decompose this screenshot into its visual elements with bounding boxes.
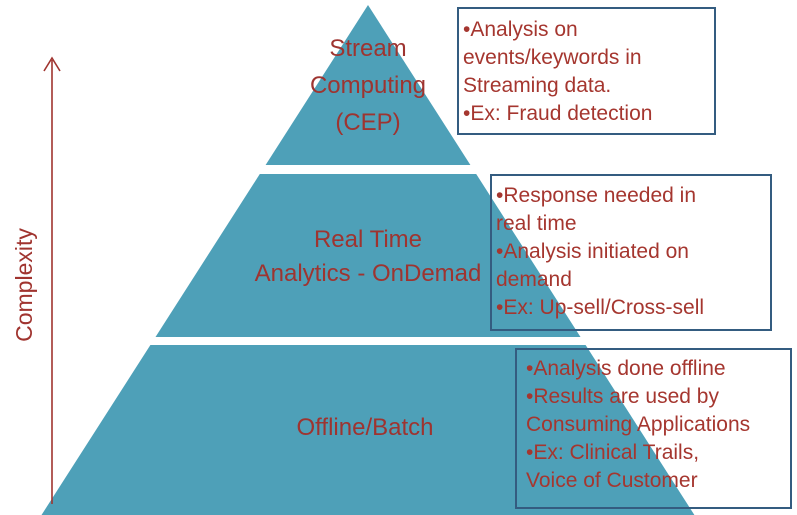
callout-line: •Ex: Fraud detection	[463, 102, 653, 125]
callout-stream-computing: •Analysis on events/keywords in Streamin…	[457, 7, 716, 135]
callout-line: demand	[496, 268, 572, 291]
callout-line: events/keywords in	[463, 46, 642, 69]
complexity-axis-label: Complexity	[11, 228, 37, 342]
tier-label-stream-computing: Stream Computing (CEP)	[243, 30, 493, 141]
callout-line: •Response needed in	[496, 184, 697, 207]
callout-line: •Results are used by	[526, 385, 719, 408]
arrow-up-icon	[43, 56, 61, 72]
pyramid-tier-bottom-shape	[41, 345, 695, 515]
pyramid-tier-middle-shape	[155, 174, 581, 337]
callout-line: Streaming data.	[463, 74, 612, 97]
callout-line: •Ex: Clinical Trails,	[526, 441, 700, 464]
callout-realtime-analytics: •Response needed in real time •Analysis …	[490, 174, 772, 331]
tier-label-line: Offline/Batch	[296, 414, 434, 441]
tier-label-line: (CEP)	[335, 109, 401, 136]
tier-label-offline-batch: Offline/Batch	[265, 411, 465, 445]
tier-label-line: Analytics - OnDemad	[254, 260, 482, 287]
callout-line: Consuming Applications	[526, 413, 751, 436]
callout-line: •Analysis on	[463, 18, 578, 41]
tier-label-line: Real Time	[313, 226, 423, 253]
callout-line: •Ex: Up-sell/Cross-sell	[496, 296, 705, 319]
callout-line: Voice of Customer	[526, 469, 698, 492]
callout-line: real time	[496, 212, 577, 235]
callout-line: •Analysis done offline	[526, 357, 726, 380]
tier-label-line: Computing	[309, 72, 427, 99]
tier-label-line: Stream	[329, 35, 407, 62]
callout-offline-batch: •Analysis done offline •Results are used…	[515, 348, 792, 509]
pyramid-tier-top-shape	[265, 5, 471, 165]
tier-label-realtime-analytics: Real Time Analytics - OnDemad	[228, 223, 508, 291]
callout-line: •Analysis initiated on	[496, 240, 689, 263]
